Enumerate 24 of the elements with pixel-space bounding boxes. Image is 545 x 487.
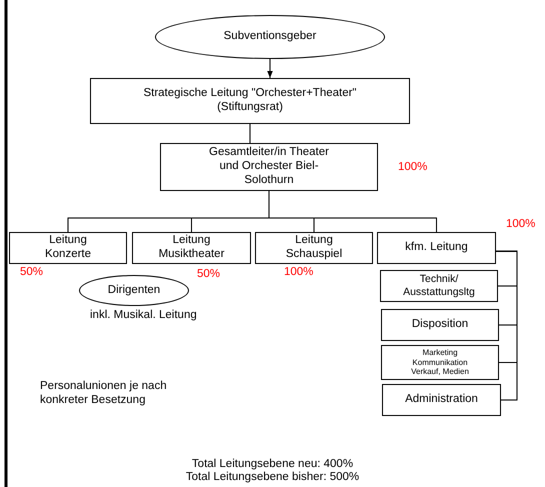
percentage-label: 100%: [284, 266, 314, 278]
connector-line: [496, 250, 518, 400]
note-text: Personalunionen je nach konkreter Besetzung: [40, 379, 168, 408]
arrow: [267, 58, 273, 78]
connector-line: [268, 190, 437, 232]
process-box: Leitung Schauspiel: [255, 232, 373, 264]
process-box: Leitung Musiktheater: [132, 232, 251, 264]
process-box: Gesamtleiter/in Theater und Orchester Biel-Solothurn: [160, 143, 378, 191]
percentage-label: 50%: [197, 268, 220, 280]
ellipse-node: Subventionsgeber: [155, 15, 385, 59]
process-box: Strategische Leitung "Orchester+Theater" (Stiftungsrat): [90, 78, 410, 124]
total-text: Total Leitungsebene bisher: 500%: [184, 470, 360, 484]
process-box: Technik/ Ausstattungsltg: [380, 270, 498, 302]
total-text: Total Leitungsebene neu: 400%: [190, 457, 354, 472]
process-box: kfm. Leitung: [377, 232, 496, 264]
process-box: Leitung Konzerte: [9, 232, 127, 264]
percentage-label: 100%: [506, 218, 536, 230]
percentage-label: 100%: [398, 161, 428, 173]
note-text: inkl. Musikal. Leitung: [90, 309, 197, 321]
process-box: Marketing Kommunikation Verkauf, Medien: [381, 345, 499, 380]
process-box: Disposition: [381, 309, 499, 341]
ellipse-node: Dirigenten: [79, 275, 189, 306]
process-box: Administration: [382, 384, 501, 416]
percentage-label: 50%: [20, 266, 44, 278]
